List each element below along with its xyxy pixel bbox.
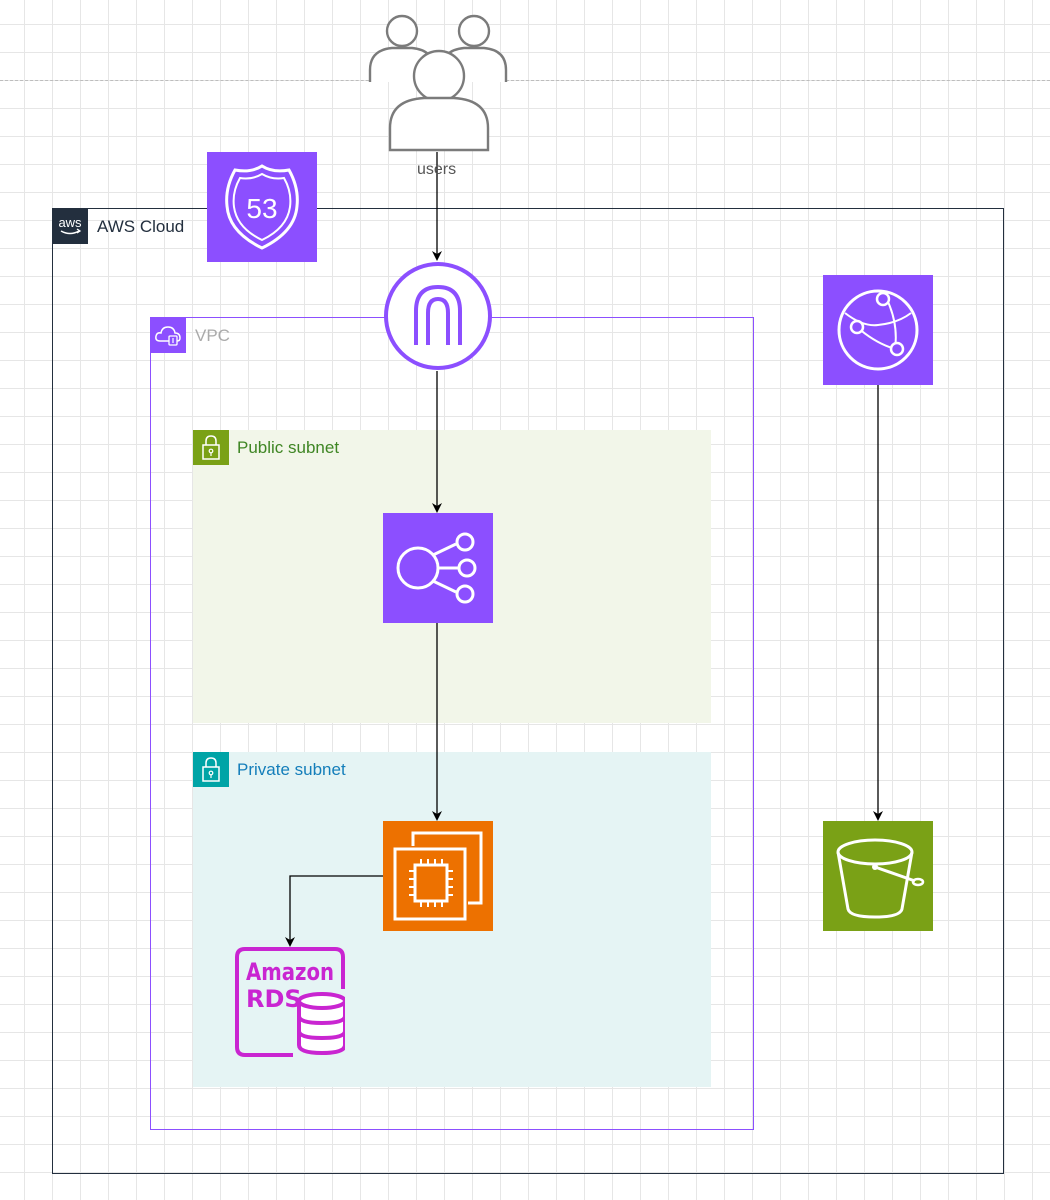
internet-gateway-icon <box>384 262 492 370</box>
aws-logo-icon: aws <box>52 208 88 244</box>
route53-service[interactable]: 53 <box>207 152 317 262</box>
ec2-chip-icon <box>393 831 483 921</box>
cloudfront-globe-icon <box>837 289 919 371</box>
rds-text-line1: Amazon <box>246 958 334 986</box>
ec2-service[interactable] <box>383 821 493 931</box>
private-subnet-label: Private subnet <box>237 760 346 779</box>
route53-number: 53 <box>246 193 277 224</box>
aws-cloud-group[interactable] <box>52 208 1004 1174</box>
s3-service[interactable] <box>823 821 933 931</box>
svg-text:aws: aws <box>58 215 82 230</box>
users-icon[interactable] <box>368 12 510 154</box>
edge-ec2-to-rds <box>285 875 383 947</box>
elastic-load-balancer-icon <box>396 532 477 604</box>
rds-text-line2: RDS <box>246 985 302 1013</box>
route53-shield-icon: 53 <box>225 164 299 250</box>
vpc-cloud-icon <box>150 317 186 353</box>
page-break-line <box>0 80 1050 81</box>
vpc-label: VPC <box>195 326 230 345</box>
public-subnet-lock-icon <box>193 430 229 465</box>
s3-bucket-icon <box>836 838 925 919</box>
private-subnet-lock-icon <box>193 752 229 787</box>
aws-cloud-label: AWS Cloud <box>97 217 185 236</box>
amazon-rds-icon: Amazon RDS <box>235 947 345 1057</box>
users-label: users <box>417 161 457 178</box>
rds-service[interactable]: Amazon RDS <box>235 947 345 1057</box>
load-balancer-service[interactable] <box>383 513 493 623</box>
cloudfront-service[interactable] <box>823 275 933 385</box>
public-subnet-label: Public subnet <box>237 438 340 457</box>
internet-gateway-service[interactable] <box>383 261 493 371</box>
